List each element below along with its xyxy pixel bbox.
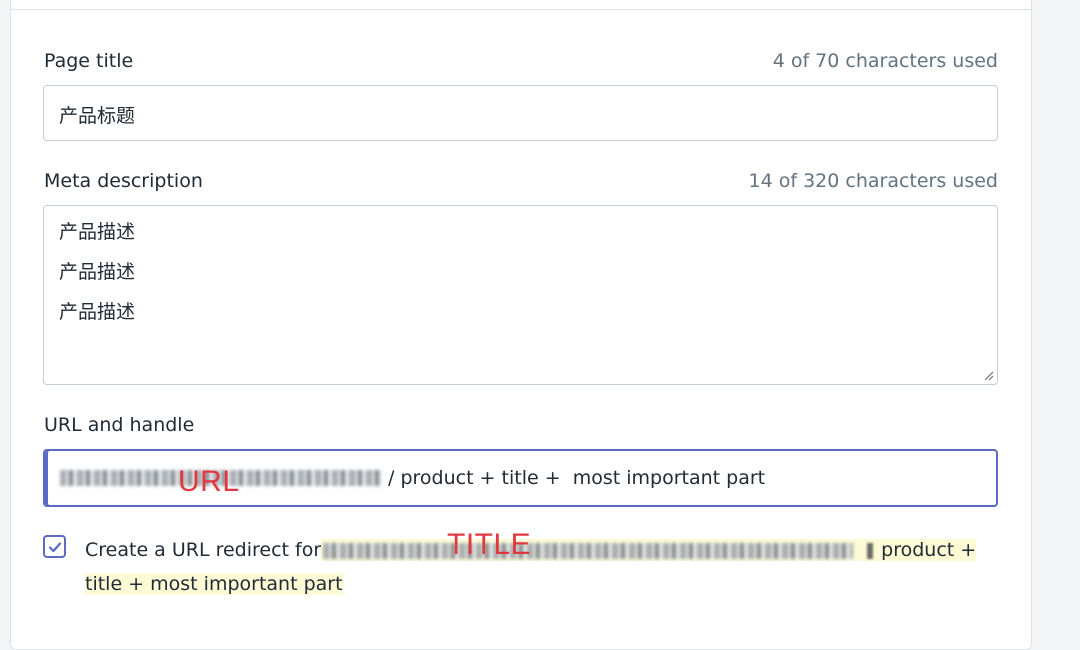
checkmark-icon [48, 541, 61, 552]
redirect-text-suffix: product + [881, 539, 977, 561]
redacted-separator [867, 542, 874, 559]
meta-description-counter: 14 of 320 characters used [748, 170, 999, 192]
meta-description-line: 产品描述 [59, 301, 136, 323]
url-handle-label: URL and handle [44, 414, 195, 436]
url-handle-value: / product + title + most important part [388, 467, 766, 489]
resize-handle-icon[interactable] [982, 369, 994, 381]
redirect-text-prefix: Create a URL redirect for [85, 539, 322, 561]
redirect-text-line2: title + most important part [85, 573, 343, 595]
redirect-checkbox[interactable] [43, 535, 66, 558]
meta-description-label: Meta description [44, 170, 203, 192]
meta-description-line: 产品描述 [59, 261, 136, 283]
redacted-old-url [323, 542, 854, 559]
page-title-counter: 4 of 70 characters used [772, 50, 998, 72]
meta-description-line: 产品描述 [59, 221, 136, 243]
divider [10, 9, 1032, 10]
redacted-url-prefix [60, 470, 382, 486]
meta-description-textarea[interactable]: 产品描述 产品描述 产品描述 [43, 205, 998, 385]
right-panel [1033, 0, 1080, 624]
title-annotation: TITLE [447, 528, 532, 561]
url-annotation: URL [178, 465, 240, 498]
page-title-label: Page title [44, 50, 134, 72]
page-title-input[interactable]: 产品标题 [43, 85, 998, 141]
url-handle-input[interactable]: / product + title + most important part [43, 449, 998, 507]
page-title-value: 产品标题 [59, 105, 136, 127]
